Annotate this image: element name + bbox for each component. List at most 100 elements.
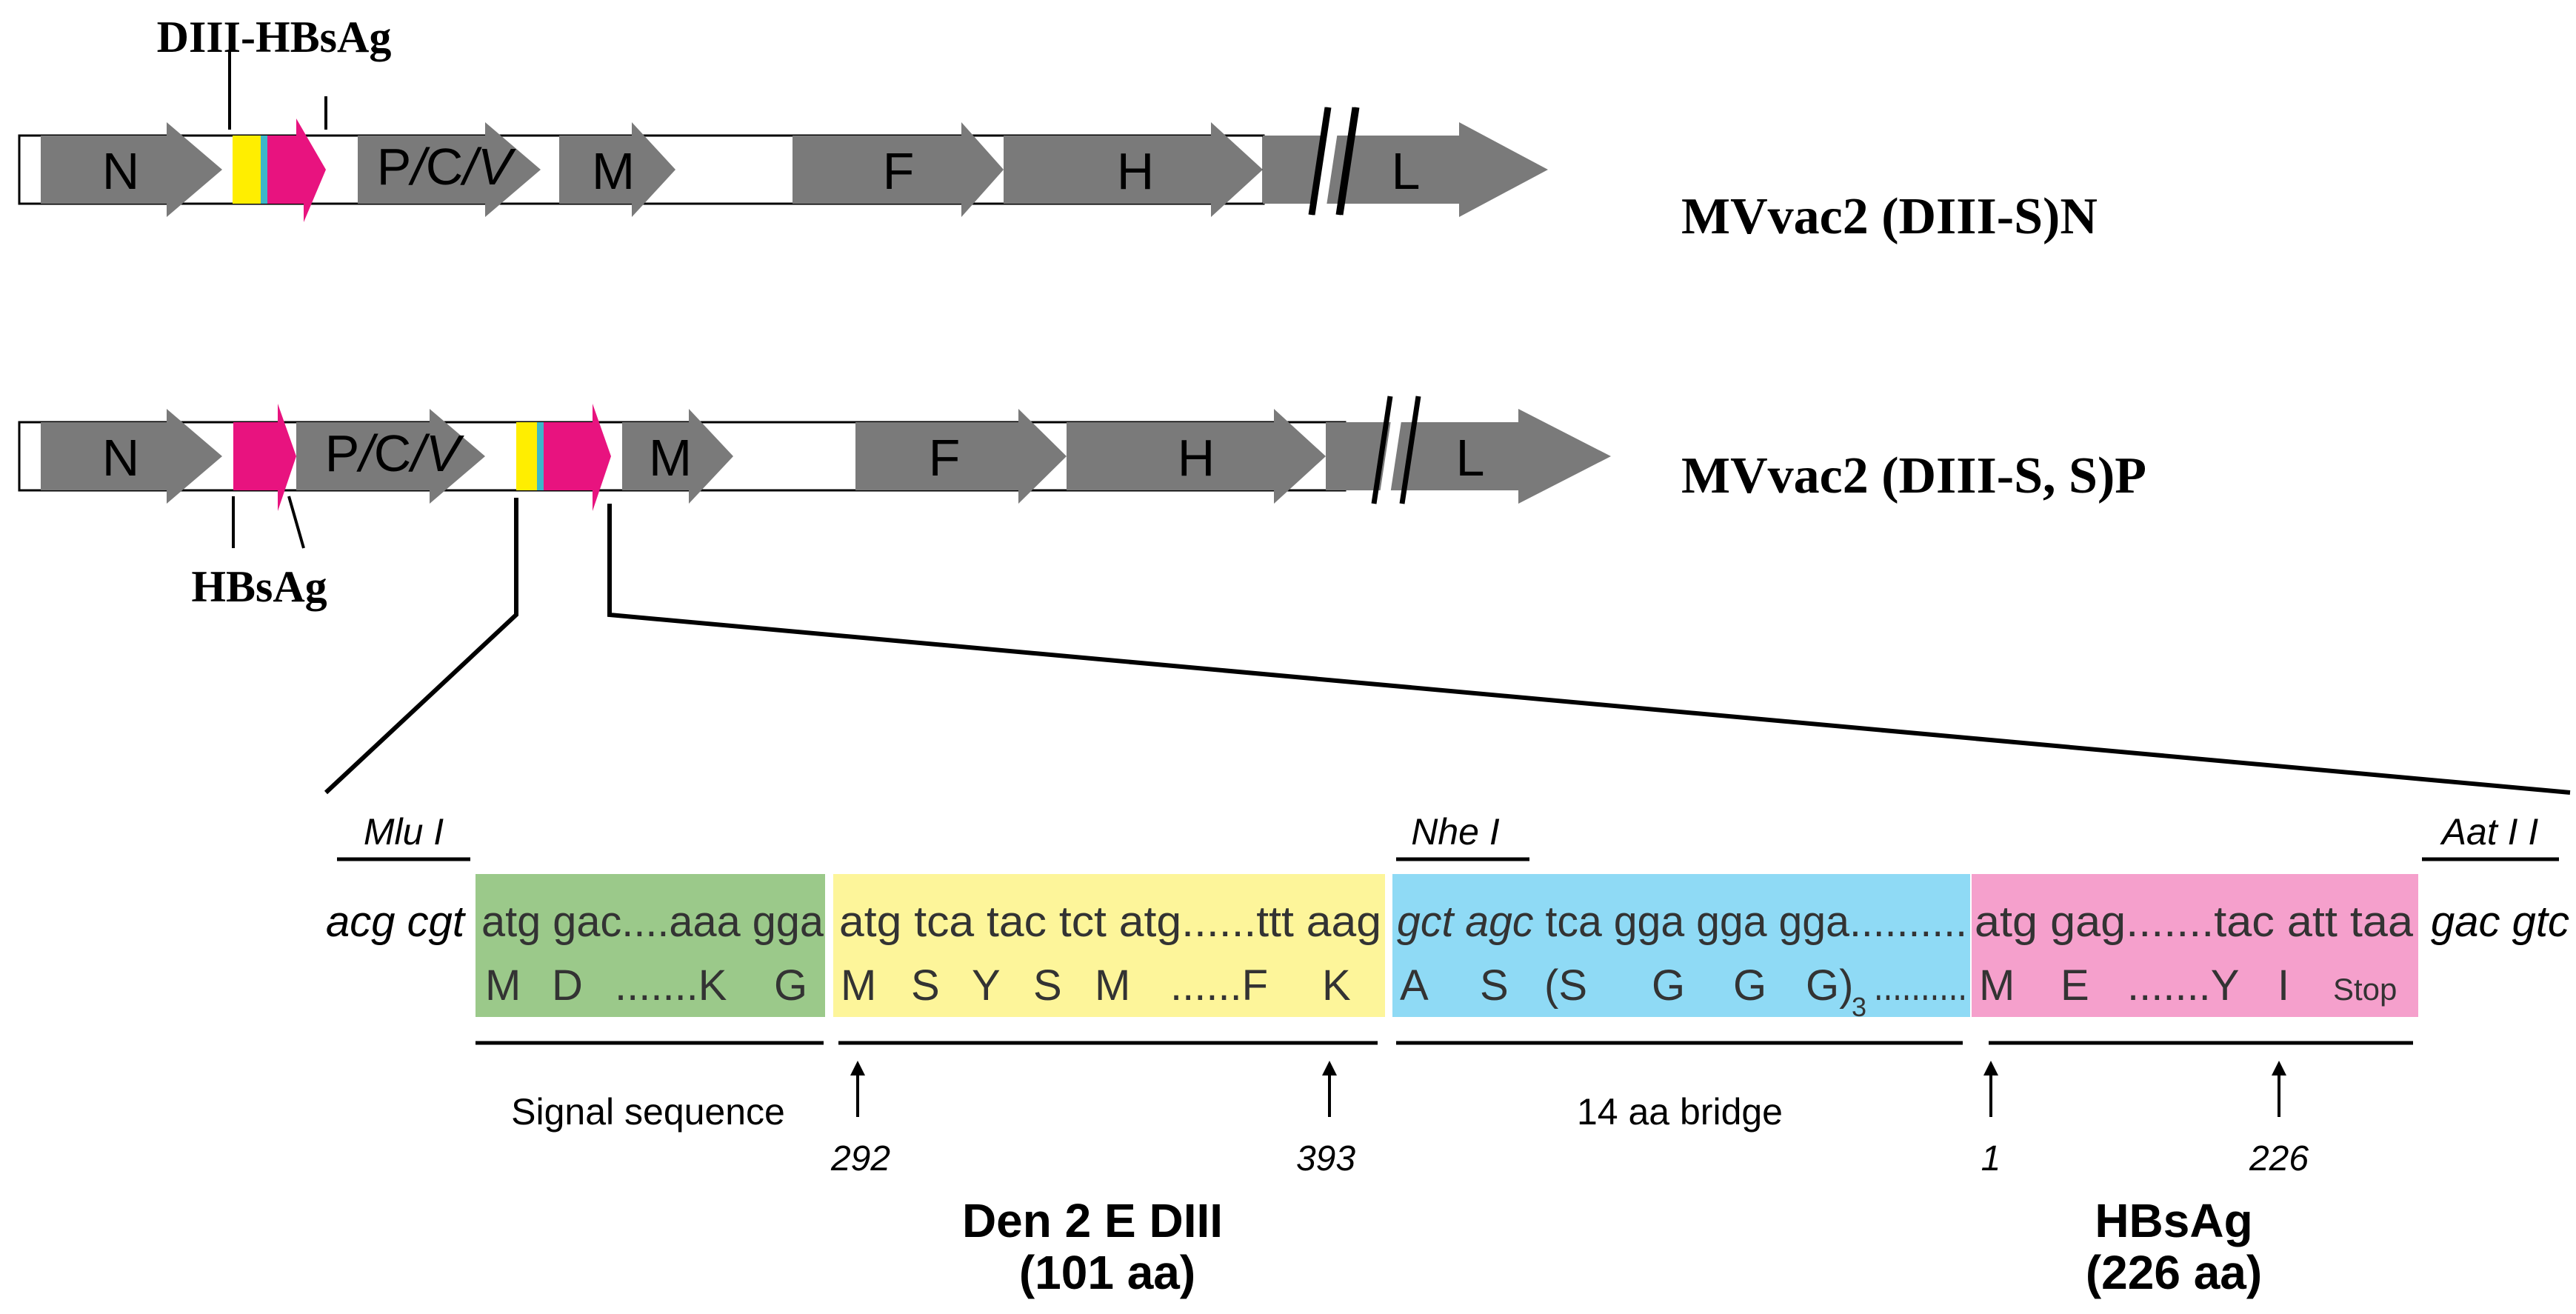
gene-N-arrow [41,122,222,217]
break-mark [1371,396,1393,504]
aa-letter: G [1652,961,1685,1010]
gene-F-arrow [793,122,1004,217]
hbsag-arrow [267,119,326,222]
gene-H-arrow [1067,409,1326,504]
aa-letter: .......K [615,961,727,1010]
bridge-label: 14 aa bridge [1577,1091,1783,1133]
diii-start-pos: 292 [830,1139,890,1178]
gene-M-arrow [622,409,733,504]
construct-2: N P/C/V M F H L HBsAg MVvac2 (DIII-S, S)… [18,395,2146,611]
callout-diii-hbsag: DIII-HBsAg [157,13,392,61]
aa-letter: M [1095,961,1130,1010]
up-arrow [2272,1061,2286,1117]
aa-letter: G [774,961,807,1010]
gene-F-arrow [855,409,1067,504]
diii-title: Den 2 E DIII [962,1194,1223,1247]
gene-label-PCV: P/C/V [377,138,517,196]
diii-dna: atg tca tac tct atg......ttt aag [839,898,1381,946]
signal-dna: atg gac....aaa gga [481,898,824,946]
gene-label-H: H [1178,429,1215,487]
gene-P-arrow [296,409,485,504]
break-gap [1315,106,1341,216]
hbsag-arrow [233,404,296,511]
hbsag-arrow [544,404,611,511]
hbsag-title: HBsAg [2095,1194,2252,1247]
aa-letter: ......F [1170,961,1268,1010]
aa-letter: M [1979,961,2015,1010]
construct-1-name: MVvac2 (DIII-S)N [1681,188,2098,245]
aa-letter: S [1480,961,1509,1010]
zoom-line-left [324,498,518,795]
aa-dots: .......... [1874,961,1967,1010]
break-mark [1309,107,1332,216]
gene-label-L: L [1456,429,1485,487]
hbsag-start-pos: 1 [1981,1139,2001,1178]
hbsag-aa: M E .......Y I Stop [1979,961,2397,1010]
site-mlu: Mlu I [364,811,444,853]
flank-right-dna: gac gtc [2431,898,2569,946]
aa-letter: K [1322,961,1351,1010]
up-arrow [850,1061,865,1117]
gene-label-PCV: P/C/V [325,424,465,482]
break-gap [1378,395,1405,505]
diii-subtitle: (101 aa) [1019,1246,1195,1299]
site-aat: Aat I I [2440,811,2539,853]
aa-letter: .......Y [2127,961,2240,1010]
diii-end-pos: 393 [1296,1139,1355,1178]
gene-M-arrow [559,122,675,217]
aa-letter: M [841,961,876,1010]
bridge-aa: A S (S G G G) 3 .......... [1400,961,1967,1022]
gene-label-F: F [929,429,961,487]
break-mark [1399,396,1421,504]
site-nhe: Nhe I [1411,811,1500,853]
signal-aa: M D .......K G [485,961,807,1010]
bridge-box [1392,874,1970,1017]
hbsag-dna: atg gag.......tac att taa [1975,898,2414,946]
construct-1: N P/C/V M F H L DIII-HBsAg MVvac2 (DIII-… [18,13,2098,245]
zoom-line-right [607,504,2571,795]
gene-label-M: M [592,142,635,200]
aa-letter: S [911,961,940,1010]
callout-leader [287,496,305,549]
aa-subscript: 3 [1852,992,1866,1022]
hbsag-subtitle: (226 aa) [2086,1246,2262,1299]
gene-H-arrow [1004,122,1263,217]
up-arrow [1983,1061,1998,1117]
gene-label-N: N [102,429,140,487]
hbsag-end-pos: 226 [2249,1139,2309,1178]
aa-letter: Y [972,961,1001,1010]
aa-letter: (S [1544,961,1587,1010]
aa-letter: A [1400,961,1429,1010]
break-mark [1338,107,1360,216]
flank-left-dna: acg cgt [326,898,467,946]
aa-letter: G [1733,961,1766,1010]
insert-detail: Mlu I Nhe I Aat I I acg cgt gac gtc atg … [326,811,2569,1299]
signal-box [476,874,825,1017]
linker-block [537,422,544,490]
linker-block [261,136,267,204]
bridge-dna: gct agc tca gga gga gga.......... [1397,898,1967,946]
aa-letter: S [1033,961,1062,1010]
gene-label-M: M [649,429,692,487]
diii-block [233,136,261,204]
gene-N-arrow [41,409,222,504]
gene-label-F: F [883,142,915,200]
diii-block [516,422,537,490]
hbsag-box [1972,874,2418,1017]
diii-aa: M S Y S M ......F K [841,961,1351,1010]
callout-hbsag: HBsAg [191,562,327,611]
diii-box [833,874,1385,1017]
construct-2-name: MVvac2 (DIII-S, S)P [1681,447,2146,504]
aa-letter: E [2061,961,2089,1010]
gene-label-L: L [1392,142,1421,200]
up-arrow [1322,1061,1337,1117]
aa-letter: G) [1806,961,1853,1010]
gene-label-N: N [102,142,140,200]
gene-P-arrow [358,122,541,217]
aa-letter: D [552,961,583,1010]
aa-stop: Stop [2333,972,2397,1007]
gene-label-H: H [1117,142,1155,200]
aa-letter: I [2278,961,2289,1010]
signal-label: Signal sequence [511,1091,785,1133]
